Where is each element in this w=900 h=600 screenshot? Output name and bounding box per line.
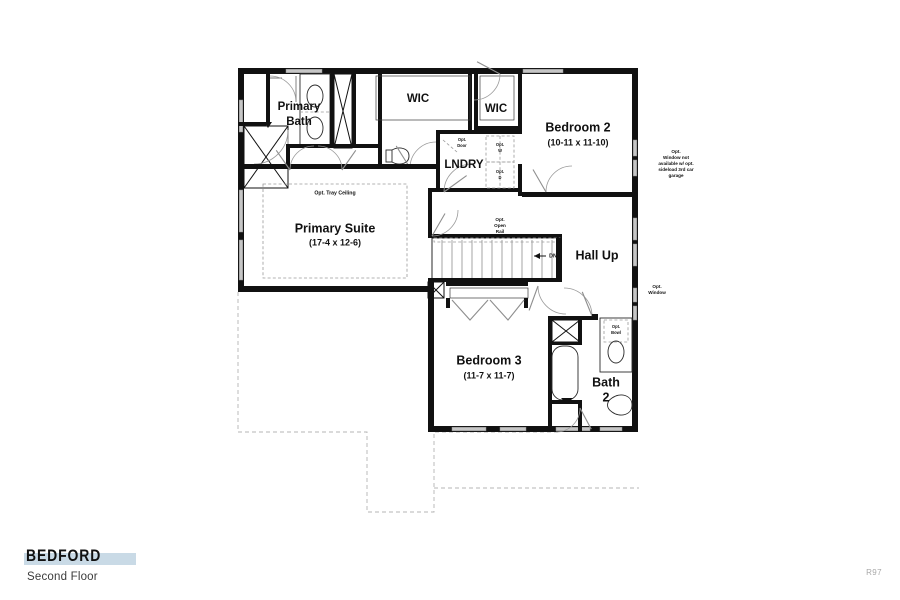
label-wic-bedroom2: WIC — [485, 103, 507, 115]
annot-opt-open-rail-3: Rail — [496, 229, 504, 234]
label-primary-suite-dim: (17-4 x 12-6) — [309, 237, 361, 247]
stair-treads — [441, 240, 553, 278]
label-primary-bath-line1: Primary — [278, 101, 321, 113]
toilet-bath2 — [607, 394, 633, 416]
brand-highlight-bar — [24, 553, 136, 565]
hall-stairs-area — [427, 192, 567, 321]
window-bottom-bath2-b — [599, 426, 623, 432]
bedroom3-area — [548, 316, 552, 432]
annot-opt-open-rail-1: Opt. — [495, 217, 504, 222]
window-left-suite-a — [238, 189, 244, 233]
annot-opt-dryer-line2: D — [499, 175, 502, 180]
label-bedroom3-dim: (11-7 x 11-7) — [463, 370, 514, 380]
right-side-annotations: Opt. Window not available w/ opt. sidelo… — [648, 149, 694, 295]
opt-dryer-box — [485, 161, 515, 189]
window-left-primarybath — [238, 99, 244, 133]
annot-opt-window-1: Opt. — [652, 284, 661, 289]
window-bottom-bath2 — [555, 426, 591, 432]
label-bath2-line1: Bath — [592, 375, 620, 389]
window-top-primarybath — [285, 68, 323, 74]
sink-oval-primary-b — [306, 116, 324, 140]
label-primary-bath-line2: Bath — [286, 116, 312, 128]
opt-tray-ceiling-outline — [262, 183, 408, 279]
label-bath2-line2: 2 — [603, 390, 610, 404]
primary-bath-area — [238, 73, 410, 189]
opt-door-line — [442, 139, 458, 153]
label-bedroom2: Bedroom 2 — [545, 120, 610, 134]
bedroom2-area — [474, 74, 638, 197]
window-top-bedroom2 — [522, 68, 564, 74]
wic-primary-area — [375, 74, 472, 169]
title-block: BEDFORD Second Floor — [24, 546, 444, 592]
bath2-area — [548, 287, 633, 433]
annot-opt-open-rail-2: Open — [494, 223, 506, 228]
window-right-hall-a — [632, 217, 638, 241]
window-right-bath2-a — [632, 287, 638, 303]
sink-oval-bath2 — [607, 340, 625, 364]
floor-label: Second Floor — [27, 571, 98, 583]
label-bedroom2-dim: (10-11 x 11-10) — [547, 137, 608, 147]
window-right-bedroom2-b — [632, 159, 638, 177]
annot-opt-bowl-1: Opt. — [612, 324, 620, 329]
annot-opt-window-garage-4: sideload 3rd car — [658, 167, 693, 172]
annot-opt-door-line2: Door — [457, 143, 467, 148]
annot-opt-washer-line2: W — [498, 148, 502, 153]
opt-open-rail-line — [433, 237, 561, 243]
annot-opt-window-garage-2: Window not — [663, 155, 689, 160]
first-floor-footprint-outline — [237, 292, 639, 513]
label-primary-suite: Primary Suite — [295, 221, 376, 235]
window-right-bedroom2-a — [632, 139, 638, 157]
label-hall-up: Hall Up — [575, 248, 618, 262]
brand-name: BEDFORD — [26, 546, 102, 565]
stair-run — [431, 237, 561, 281]
window-right-bath2-b — [632, 305, 638, 321]
annot-opt-bowl-2: Bowl — [611, 330, 621, 335]
exterior-windows — [238, 68, 638, 432]
window-bottom-bedroom3-b — [499, 426, 527, 432]
annot-stair-direction: DN — [549, 253, 557, 259]
label-wic-primary: WIC — [407, 93, 429, 105]
annot-opt-window-2: Window — [648, 290, 666, 295]
annot-opt-window-garage-5: garage — [668, 173, 684, 178]
sink-oval-primary-a — [306, 84, 324, 108]
annot-opt-dryer-line1: Opt. — [496, 169, 504, 174]
annot-opt-window-garage-1: Opt. — [671, 149, 680, 154]
annot-opt-window-garage-3: available w/ opt. — [658, 161, 693, 166]
label-bedroom3: Bedroom 3 — [456, 353, 521, 367]
bathtub — [551, 345, 579, 401]
label-laundry: LNDRY — [444, 159, 484, 171]
opt-bowl-box — [603, 319, 629, 343]
laundry-area — [428, 130, 522, 193]
plan-code: R97 — [866, 568, 882, 577]
window-bottom-bedroom3 — [451, 426, 487, 432]
annot-opt-door-line1: Opt. — [458, 137, 466, 142]
primary-suite-area — [262, 183, 408, 279]
annot-opt-washer-line1: Opt. — [496, 142, 504, 147]
window-right-hall-b — [632, 243, 638, 267]
window-left-suite-b — [238, 239, 244, 281]
annot-opt-tray-ceiling: Opt. Tray Ceiling — [314, 190, 355, 196]
